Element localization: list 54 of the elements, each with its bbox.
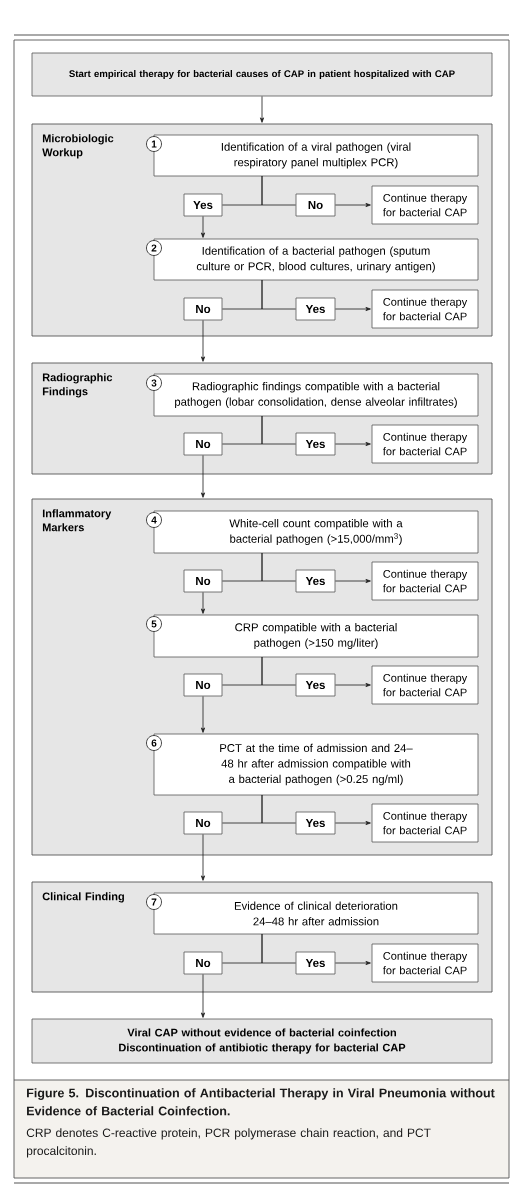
arrow — [260, 96, 264, 123]
answer-box: No — [183, 569, 223, 593]
arrow — [261, 552, 296, 582]
answer-box: Yes — [295, 951, 336, 975]
question-box: Identification of a viral pathogen (viral respiratory panel multiplex PCR) 1 — [146, 134, 479, 177]
question-box: Evidence of clinical deterioration 24–48 hr after admission 7 — [146, 892, 479, 935]
arrow — [201, 320, 205, 362]
arrow — [201, 696, 205, 733]
outcome-box: Continue therapy for bacterial CAP — [371, 943, 479, 983]
question-box: CRP compatible with a bacterial pathogen (>150 mg/liter) 5 — [146, 614, 479, 658]
answer-box: Yes — [295, 673, 336, 697]
figure-caption: Figure 5. Discontinuation of Antibacterial Therapy in Viral Pneumonia without Evidence of Bacterial Coinfection. — [27, 1088, 495, 1116]
question-box: Identification of a bacterial pathogen (sputum culture or PCR, blood cultures, urinary antigen) 2 — [146, 238, 479, 281]
arrow — [201, 216, 205, 238]
answer-box: Yes — [295, 432, 336, 456]
question-box: PCT at the time of admission and 24–48 hr after admission compatible with a bacterial pathogen (>0.25 ng/ml) 6 — [146, 733, 479, 796]
question-box: Radiographic findings compatible with a bacterial pathogen (lobar consolidation, dense alveolar infiltrates) 3 — [146, 373, 479, 417]
outcome-box: Continue therapy for bacterial CAP — [371, 185, 479, 225]
outcome-box: Continue therapy for bacterial CAP — [371, 665, 479, 705]
arrow — [201, 834, 205, 881]
arrow — [201, 592, 205, 614]
arrow — [335, 307, 371, 311]
answer-box: No — [183, 811, 223, 835]
arrow — [261, 415, 296, 445]
arrow — [201, 974, 205, 1018]
answer-box: No — [183, 951, 223, 975]
arrow — [335, 821, 371, 825]
arrow — [261, 279, 296, 310]
arrow — [335, 961, 371, 965]
outcome-box: Continue therapy for bacterial CAP — [371, 803, 479, 843]
result-box: Viral CAP without evidence of bacterial coinfection Discontinuation of antibiotic therapy for bacterial CAP — [31, 1018, 493, 1064]
answer-box: No — [295, 193, 336, 217]
answer-box: Yes — [295, 811, 336, 835]
question-box: White-cell count compatible with a bacterial pathogen (>15,000/mm$^{3}$) 4 — [146, 510, 479, 554]
arrow — [335, 203, 371, 207]
answer-box: No — [183, 432, 223, 456]
outcome-box: Continue therapy for bacterial CAP — [371, 561, 479, 601]
arrow — [261, 794, 296, 824]
arrow — [201, 455, 205, 498]
answer-box: No — [183, 297, 223, 321]
start-box: Start empirical therapy for bacterial causes of CAP in patient hospitalized with CAP — [31, 52, 493, 97]
arrow — [335, 683, 371, 687]
arrow — [261, 175, 296, 206]
caption-note: CRP denotes C-reactive protein, PCR polymerase chain reaction, and PCT procalcitonin. — [26, 1128, 431, 1158]
answer-box: Yes — [183, 193, 223, 217]
answer-box: No — [183, 673, 223, 697]
outcome-box: Continue therapy for bacterial CAP — [371, 289, 479, 329]
answer-box: Yes — [295, 297, 336, 321]
arrow — [335, 442, 371, 446]
answer-box: Yes — [295, 569, 336, 593]
arrow — [261, 656, 296, 686]
arrow — [335, 579, 371, 583]
outcome-box: Continue therapy for bacterial CAP — [371, 424, 479, 464]
arrow — [261, 933, 296, 964]
